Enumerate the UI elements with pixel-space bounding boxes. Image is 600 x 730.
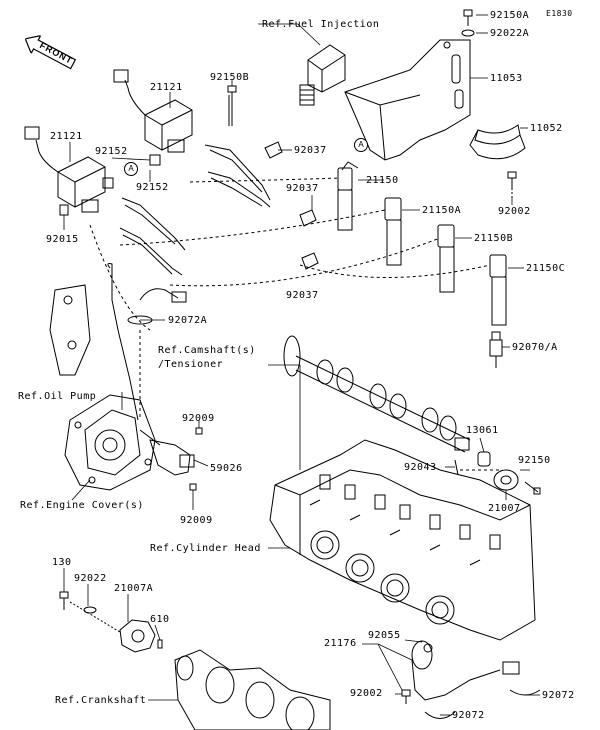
part-21150C: 21150C — [526, 263, 566, 274]
part-92072A: 92072A — [168, 315, 208, 326]
screws-92009 — [189, 427, 203, 491]
crank-sensor — [401, 640, 520, 704]
part-92072-right: 92072 — [542, 690, 575, 701]
key-610 — [157, 639, 163, 649]
diagram-code: E1830 — [546, 9, 573, 18]
part-21150: 21150 — [366, 175, 399, 186]
part-92002-top: 92002 — [498, 206, 531, 217]
timing-rotor — [119, 619, 156, 653]
ref-camshaft: Ref.Camshaft(s) — [158, 345, 256, 356]
front-direction-badge: FRONT — [21, 30, 80, 74]
ignition-coil-upper — [113, 69, 193, 153]
fuel-injector — [299, 44, 346, 106]
engine-cover — [64, 394, 156, 491]
part-21176: 21176 — [324, 638, 357, 649]
caps-92037 — [264, 141, 319, 270]
cam-parts — [454, 451, 541, 495]
part-92055: 92055 — [368, 630, 401, 641]
dashed-routes — [89, 177, 500, 471]
ref-tensioner: /Tensioner — [158, 359, 224, 370]
crankshaft — [174, 649, 331, 730]
pickup-coil — [139, 429, 195, 476]
ref-fuel-injection: Ref.Fuel Injection — [262, 19, 380, 30]
washer-92022 — [83, 606, 97, 614]
part-610: 610 — [150, 614, 170, 625]
front-arrow-icon — [24, 34, 77, 70]
clamp-11052 — [469, 124, 526, 160]
part-21007: 21007 — [488, 503, 521, 514]
stick-coils — [337, 161, 507, 326]
ignition-coil-lower — [24, 126, 106, 213]
part-59026: 59026 — [210, 463, 243, 474]
callout-a-left: A — [124, 162, 138, 176]
cylinder-head — [269, 439, 536, 641]
part-92072-bottom: 92072 — [452, 710, 485, 721]
ref-oil-pump: Ref.Oil Pump — [18, 391, 97, 402]
part-11052: 11052 — [530, 123, 563, 134]
part-92037-b: 92037 — [286, 183, 319, 194]
part-11053: 11053 — [490, 73, 523, 84]
spark-plug — [489, 331, 503, 368]
bolt-92002-top — [507, 171, 517, 200]
ref-cylinder-head: Ref.Cylinder Head — [150, 543, 261, 554]
part-21007A: 21007A — [114, 583, 154, 594]
part-92150B: 92150B — [210, 72, 250, 83]
callout-a-right: A — [354, 138, 368, 152]
part-92150: 92150 — [518, 455, 551, 466]
part-13061: 13061 — [466, 425, 499, 436]
part-92152-upper: 92152 — [95, 146, 128, 157]
bolt-130 — [59, 591, 121, 633]
part-21121-upper: 21121 — [150, 82, 183, 93]
part-92009-a: 92009 — [182, 413, 215, 424]
part-92037-c: 92037 — [286, 290, 319, 301]
bolt-92150B — [227, 85, 237, 126]
part-92002-bottom: 92002 — [350, 688, 383, 699]
part-21150A: 21150A — [422, 205, 462, 216]
part-92037-a: 92037 — [294, 145, 327, 156]
part-92022: 92022 — [74, 573, 107, 584]
part-92015: 92015 — [46, 234, 79, 245]
part-92009-b: 92009 — [180, 515, 213, 526]
part-92022A: 92022A — [490, 28, 530, 39]
part-130: 130 — [52, 557, 72, 568]
part-92070A: 92070/A — [512, 342, 558, 353]
part-92043: 92043 — [404, 462, 437, 473]
nut-92015 — [59, 204, 69, 216]
part-92152-lower: 92152 — [136, 182, 169, 193]
part-21121-lower: 21121 — [50, 131, 83, 142]
camshaft — [283, 335, 471, 453]
oil-pump-bracket — [49, 263, 139, 421]
coil-leads — [119, 144, 271, 276]
bolt-92150A — [461, 9, 475, 37]
part-92150A: 92150A — [490, 10, 530, 21]
ref-engine-cover: Ref.Engine Cover(s) — [20, 500, 144, 511]
ref-crankshaft: Ref.Crankshaft — [55, 695, 147, 706]
part-21150B: 21150B — [474, 233, 514, 244]
leader-lines — [63, 14, 540, 716]
